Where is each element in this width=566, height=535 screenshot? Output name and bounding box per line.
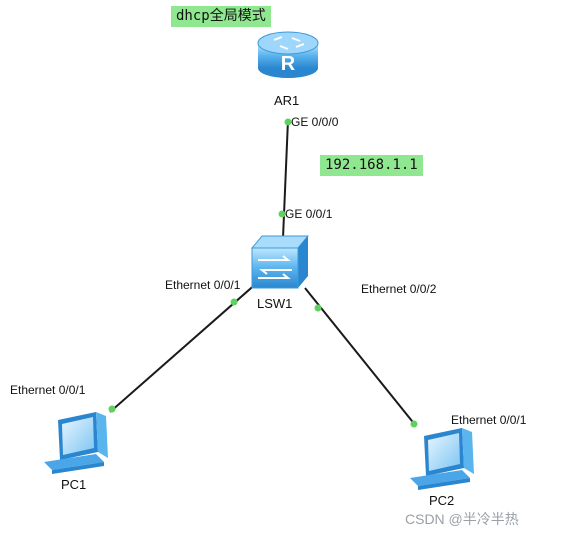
port-label-pc1-eth001: Ethernet 0/0/1 xyxy=(10,383,86,397)
device-label-ar1: AR1 xyxy=(274,93,300,108)
port-dot-lsw1-ge001[interactable] xyxy=(278,210,286,218)
port-dot-pc2-eth001[interactable] xyxy=(410,420,418,428)
switch-icon[interactable] xyxy=(250,235,310,289)
port-dot-pc1-eth001[interactable] xyxy=(108,405,116,413)
port-label-pc2-eth001: Ethernet 0/0/1 xyxy=(451,413,527,427)
note-ip-address: 192.168.1.1 xyxy=(320,155,423,176)
port-dot-lsw1-eth001[interactable] xyxy=(230,298,238,306)
watermark: CSDN @半冷半热 xyxy=(405,511,519,527)
svg-text:R: R xyxy=(281,53,296,75)
router-icon[interactable]: R xyxy=(257,31,319,78)
note-dhcp-mode: dhcp全局模式 xyxy=(171,6,271,27)
link-lsw1-pc2[interactable] xyxy=(304,287,417,427)
port-label-lsw1-eth002: Ethernet 0/0/2 xyxy=(361,282,437,296)
port-label-ar1-ge000: GE 0/0/0 xyxy=(291,115,339,129)
port-dot-ar1-ge000[interactable] xyxy=(284,118,292,126)
port-label-lsw1-ge001: GE 0/0/1 xyxy=(285,207,333,221)
port-dot-lsw1-eth002[interactable] xyxy=(314,304,322,312)
device-label-pc2: PC2 xyxy=(429,493,455,508)
pc-icon[interactable] xyxy=(410,428,474,490)
link-ar1-lsw1[interactable] xyxy=(282,119,289,239)
port-label-lsw1-eth001: Ethernet 0/0/1 xyxy=(165,278,241,292)
pc-icon[interactable] xyxy=(44,412,108,474)
device-label-pc1: PC1 xyxy=(61,477,87,492)
device-label-lsw1: LSW1 xyxy=(257,296,293,311)
